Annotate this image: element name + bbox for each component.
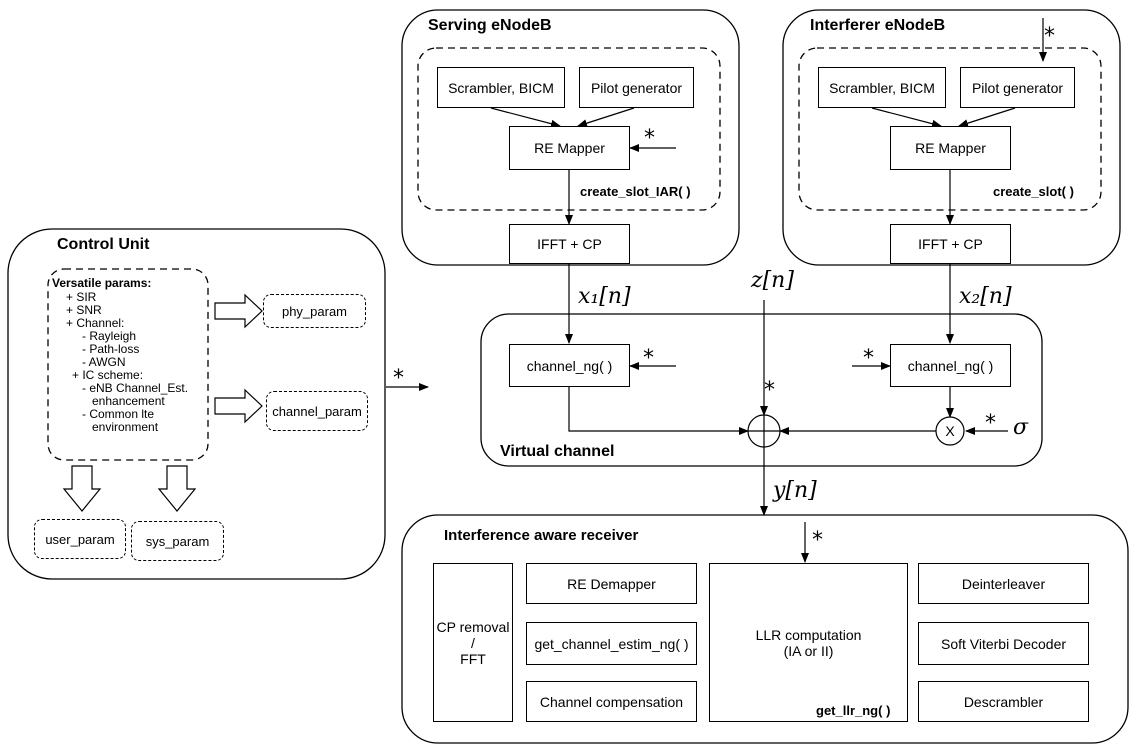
receiver-title: Interference aware receiver [444, 527, 639, 544]
interferer-scrambler-block: Scrambler, BICM [818, 67, 946, 108]
param-item: + SNR [66, 303, 102, 317]
signal-x2-label: x₂[n] [959, 284, 1012, 309]
param-item: - Path-loss [82, 342, 140, 356]
star-interferer-pilot: * [1044, 24, 1055, 49]
llr-computation-block: LLR computation (IA or II) [709, 563, 908, 722]
cp-removal-fft-block: CP removal / FFT [433, 563, 513, 722]
param-item: + SIR [66, 290, 97, 304]
interferer-enodeb-container [782, 9, 1121, 266]
serving-pilot-block: Pilot generator [579, 67, 694, 108]
user-param-box: user_param [34, 519, 126, 559]
phy-param-box: phy_param [263, 294, 366, 328]
control-unit-container [7, 228, 386, 580]
re-demapper-block: RE Demapper [526, 563, 697, 604]
versatile-params-group [47, 268, 209, 461]
star-adder: * [764, 378, 775, 403]
serving-ifft-block: IFFT + CP [509, 224, 630, 264]
interferer-enodeb-title: Interferer eNodeB [810, 17, 946, 34]
star-receiver: * [812, 528, 823, 553]
llr-function-label: get_llr_ng( ) [816, 703, 891, 718]
signal-y-label: y[n] [773, 478, 817, 503]
param-item: - Common lte [82, 407, 155, 421]
channel-param-box: channel_param [266, 391, 368, 431]
star-serving-mapper: * [644, 126, 655, 151]
param-item: - Rayleigh [82, 329, 137, 343]
star-control-output: * [393, 366, 404, 391]
block-arrow-channel [214, 388, 263, 424]
channel-ng-left-block: channel_ng( ) [509, 344, 630, 387]
interferer-ifft-block: IFFT + CP [890, 224, 1011, 264]
serving-enodeb-title: Serving eNodeB [428, 17, 552, 34]
star-multiplier: * [985, 411, 996, 436]
param-item: enhancement [92, 394, 165, 408]
sys-param-box: sys_param [131, 521, 224, 561]
block-arrow-user [62, 465, 102, 512]
param-item: + IC scheme: [72, 368, 144, 382]
descrambler-block: Descrambler [918, 681, 1089, 722]
deinterleaver-block: Deinterleaver [918, 563, 1089, 604]
signal-z-label: z[n] [751, 268, 794, 293]
versatile-params-list: + SIR + SNR + Channel: - Rayleigh - Path… [52, 291, 188, 434]
star-channel-left: * [643, 346, 654, 371]
channel-compensation-block: Channel compensation [526, 681, 697, 722]
block-arrow-phy [214, 293, 263, 329]
sigma-label: σ [1013, 415, 1029, 440]
param-item: + Channel: [66, 316, 125, 330]
param-item: - eNB Channel_Est. [82, 381, 189, 395]
param-item: environment [92, 420, 159, 434]
serving-re-mapper-block: RE Mapper [509, 126, 630, 170]
interferer-re-mapper-block: RE Mapper [890, 126, 1011, 170]
channel-estim-block: get_channel_estim_ng( ) [526, 622, 697, 665]
channel-ng-right-block: channel_ng( ) [890, 344, 1011, 387]
block-arrow-sys [157, 465, 197, 512]
multiplier-label: X [945, 423, 955, 439]
serving-enodeb-container [401, 9, 740, 266]
multiplier-node [935, 416, 965, 446]
serving-scrambler-block: Scrambler, BICM [437, 67, 565, 108]
signal-x1-label: x₁[n] [578, 284, 631, 309]
control-unit-title: Control Unit [57, 236, 150, 253]
versatile-params-title: Versatile params: [52, 276, 152, 290]
virtual-channel-container [480, 313, 1043, 467]
param-item: - AWGN [82, 355, 126, 369]
star-channel-right: * [863, 346, 874, 371]
interferer-function-label: create_slot( ) [993, 184, 1074, 199]
virtual-channel-title: Virtual channel [500, 443, 615, 460]
serving-function-label: create_slot_IAR( ) [580, 184, 691, 199]
soft-viterbi-decoder-block: Soft Viterbi Decoder [918, 622, 1089, 665]
interferer-pilot-block: Pilot generator [960, 67, 1075, 108]
